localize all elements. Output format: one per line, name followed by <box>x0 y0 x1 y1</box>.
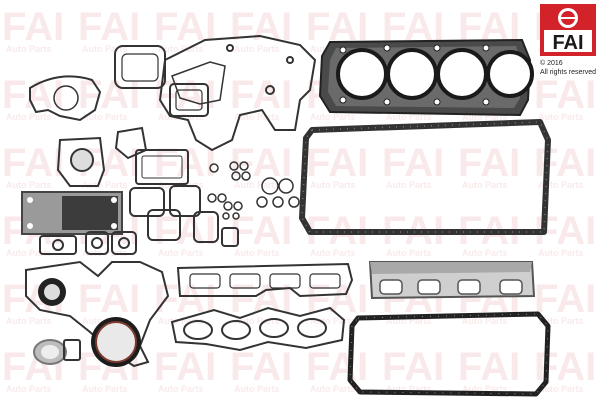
o-rings-and-washers <box>207 161 300 220</box>
watermark-sub: Auto Parts <box>386 384 432 394</box>
watermark-logo: FAI <box>534 277 596 321</box>
rights-text: All rights reserved <box>540 69 597 76</box>
watermark-sub: Auto Parts <box>234 44 280 54</box>
watermark-sub: Auto Parts <box>158 384 204 394</box>
watermark-logo: FAI <box>154 345 216 389</box>
watermark-logo: FAI <box>534 73 596 117</box>
water-pump-gasket <box>29 75 102 122</box>
watermark-sub: Auto Parts <box>462 112 508 122</box>
fai-logo: FAI <box>540 4 596 56</box>
watermark-sub: Auto Parts <box>462 180 508 190</box>
watermark-sub: Auto Parts <box>310 180 356 190</box>
watermark-logo: FAI <box>230 209 292 253</box>
watermark-logo: FAI <box>382 345 444 389</box>
watermark-sub: Auto Parts <box>538 180 584 190</box>
crankshaft-seal-front <box>38 278 66 306</box>
watermark-sub: Auto Parts <box>386 112 432 122</box>
watermark-sub: Auto Parts <box>538 112 584 122</box>
watermark-logo: FAI <box>230 345 292 389</box>
watermark-logo: FAI <box>154 5 216 49</box>
copyright-text: © 2016 <box>540 60 563 67</box>
watermark-logo: FAI <box>78 277 140 321</box>
watermark-sub: Auto Parts <box>82 180 128 190</box>
watermark-sub: Auto Parts <box>6 384 52 394</box>
watermark-sub: Auto Parts <box>310 248 356 258</box>
watermark-sub: Auto Parts <box>234 112 280 122</box>
watermark-logo: FAI <box>306 141 368 185</box>
egr-valve-gasket <box>135 149 189 185</box>
oil-sump-gasket <box>299 119 551 235</box>
watermark-logo: FAI <box>230 277 292 321</box>
exhaust-port-plate-gasket <box>368 261 536 300</box>
cylinder-bore-2 <box>386 48 438 100</box>
crankshaft-seal-rear <box>91 317 141 367</box>
watermark-sub: Auto Parts <box>6 248 52 258</box>
timing-cover-gasket <box>158 34 317 152</box>
watermark-logo: FAI <box>458 345 520 389</box>
watermark-sub: Auto Parts <box>234 384 280 394</box>
watermark-sub: Auto Parts <box>462 248 508 258</box>
watermark-sub: Auto Parts <box>386 316 432 326</box>
watermark-sub: Auto Parts <box>538 316 584 326</box>
watermark-logo: FAI <box>458 141 520 185</box>
small-cover-gasket <box>63 339 81 361</box>
cylinder-bore-1 <box>336 48 388 100</box>
cylinder-head-gasket <box>318 38 534 117</box>
watermark-sub: Auto Parts <box>82 112 128 122</box>
watermark-logo: FAI <box>78 5 140 49</box>
inlet-plate-gasket <box>21 191 123 235</box>
watermark-sub: Auto Parts <box>234 248 280 258</box>
watermark-logo: FAI <box>382 141 444 185</box>
watermark-sub: Auto Parts <box>158 44 204 54</box>
watermark-sub: Auto Parts <box>310 112 356 122</box>
intake-manifold-gasket <box>176 262 354 298</box>
watermark-logo: FAI <box>2 141 64 185</box>
watermark-sub: Auto Parts <box>82 384 128 394</box>
cylinder-bore-3 <box>436 48 488 100</box>
watermark-logo: FAI <box>154 277 216 321</box>
exhaust-manifold-gasket <box>170 306 346 352</box>
watermark-sub: Auto Parts <box>6 112 52 122</box>
valve-cover-gasket <box>347 311 551 397</box>
metal-seal-ring <box>33 339 67 365</box>
watermark-sub: Auto Parts <box>310 316 356 326</box>
exhaust-flange-gaskets <box>39 231 137 255</box>
injector-seal-gaskets <box>129 185 239 247</box>
watermark-sub: Auto Parts <box>310 384 356 394</box>
watermark-logo: FAI <box>2 5 64 49</box>
watermark-sub: Auto Parts <box>82 44 128 54</box>
watermark-sub: Auto Parts <box>6 180 52 190</box>
watermark-sub: Auto Parts <box>386 248 432 258</box>
watermark-sub: Auto Parts <box>386 180 432 190</box>
watermark-sub: Auto Parts <box>6 44 52 54</box>
watermark-logo: FAI <box>78 73 140 117</box>
watermark-sub: Auto Parts <box>538 384 584 394</box>
cylinder-bore-4 <box>486 50 534 98</box>
logo-text: FAI <box>552 32 583 54</box>
watermark-sub: Auto Parts <box>462 316 508 326</box>
watermark-sub: Auto Parts <box>462 384 508 394</box>
watermark-sub: Auto Parts <box>234 316 280 326</box>
oil-cooler-gasket <box>114 45 209 117</box>
watermark-sub: Auto Parts <box>158 316 204 326</box>
watermark-sub: Auto Parts <box>158 248 204 258</box>
watermark-sub: Auto Parts <box>6 316 52 326</box>
watermark-logo: FAI <box>230 5 292 49</box>
watermark-sub: Auto Parts <box>234 180 280 190</box>
watermark-sub: Auto Parts <box>538 248 584 258</box>
watermark-logo: FAI <box>306 345 368 389</box>
